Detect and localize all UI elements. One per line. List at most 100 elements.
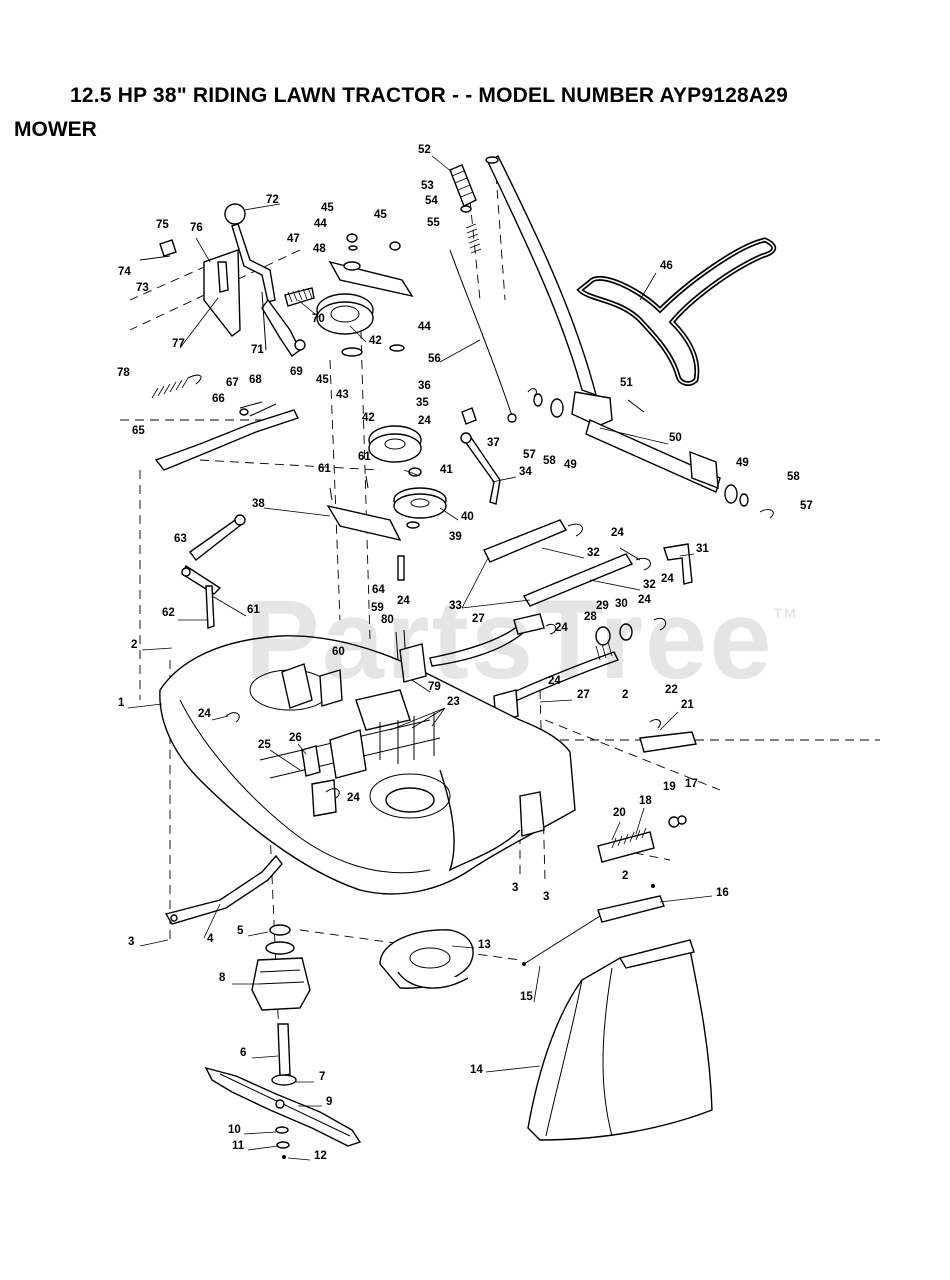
mid-pulleys (368, 407, 501, 529)
callout-31: 31 (696, 543, 709, 555)
callout-9: 9 (326, 1096, 332, 1108)
callout-41: 41 (440, 464, 453, 476)
callout-45: 45 (321, 202, 334, 214)
callout-18: 18 (639, 795, 652, 807)
callout-24: 24 (418, 415, 431, 427)
callout-36: 36 (418, 380, 431, 392)
callout-2: 2 (622, 689, 628, 701)
lift-handle-rod (485, 155, 774, 519)
callout-67: 67 (226, 377, 239, 389)
callout-44: 44 (314, 218, 327, 230)
callout-46: 46 (660, 260, 673, 272)
callout-51: 51 (620, 377, 633, 389)
callout-22: 22 (665, 684, 678, 696)
mower-blade (204, 1066, 362, 1159)
callout-45: 45 (316, 374, 329, 386)
callout-58: 58 (543, 455, 556, 467)
callout-28: 28 (584, 611, 597, 623)
callout-77: 77 (172, 338, 185, 350)
callout-11: 11 (232, 1140, 245, 1152)
callout-74: 74 (118, 266, 131, 278)
callout-62: 62 (162, 607, 175, 619)
callout-42: 42 (369, 335, 382, 347)
callout-63: 63 (174, 533, 187, 545)
callout-24: 24 (611, 527, 624, 539)
callout-57: 57 (523, 449, 536, 461)
callout-72: 72 (266, 194, 279, 206)
callout-33: 33 (449, 600, 462, 612)
callout-76: 76 (190, 222, 203, 234)
callout-24: 24 (347, 792, 360, 804)
callout-71: 71 (251, 344, 264, 356)
callout-24: 24 (555, 622, 568, 634)
lower-baffle-housing (164, 854, 474, 989)
callout-19: 19 (663, 781, 676, 793)
callout-61: 61 (247, 604, 260, 616)
leader-lines (127, 155, 713, 1161)
callout-2: 2 (131, 639, 137, 651)
callout-21: 21 (681, 699, 694, 711)
diagram-title: 12.5 HP 38" RIDING LAWN TRACTOR - - MODE… (70, 84, 789, 107)
callout-52: 52 (418, 144, 431, 156)
callout-44: 44 (418, 321, 431, 333)
callout-69: 69 (290, 366, 303, 378)
callout-10: 10 (228, 1124, 241, 1136)
callout-40: 40 (461, 511, 474, 523)
callout-1: 1 (118, 697, 125, 709)
callout-32: 32 (643, 579, 656, 591)
callout-50: 50 (669, 432, 682, 444)
callout-13: 13 (478, 939, 491, 951)
callout-24: 24 (661, 573, 674, 585)
callout-56: 56 (428, 353, 441, 365)
handle-grip (449, 164, 517, 423)
callout-68: 68 (249, 374, 262, 386)
callout-61: 61 (318, 463, 331, 475)
callout-65: 65 (132, 425, 145, 437)
callout-30: 30 (615, 598, 628, 610)
callout-3: 3 (512, 882, 518, 894)
callout-27: 27 (472, 613, 485, 625)
callout-70: 70 (312, 313, 325, 325)
engagement-lever-assembly (139, 203, 315, 358)
center-bracket (326, 475, 405, 581)
front-rods (429, 613, 667, 723)
callout-26: 26 (289, 732, 302, 744)
callout-39: 39 (449, 531, 462, 543)
callout-38: 38 (252, 498, 265, 510)
idler-bracket (328, 233, 414, 298)
mower-deck (159, 629, 576, 895)
section-title: MOWER (14, 118, 97, 141)
callout-80: 80 (381, 614, 394, 626)
callout-23: 23 (447, 696, 460, 708)
callout-24: 24 (397, 595, 410, 607)
callout-49: 49 (736, 457, 749, 469)
callout-4: 4 (207, 933, 214, 945)
callout-43: 43 (336, 389, 349, 401)
callout-2: 2 (622, 870, 628, 882)
callout-59: 59 (371, 602, 384, 614)
deck-lift-links (483, 519, 693, 607)
callout-24: 24 (198, 708, 211, 720)
callout-55: 55 (427, 217, 440, 229)
callout-24: 24 (548, 675, 561, 687)
callout-66: 66 (212, 393, 225, 405)
callout-25: 25 (258, 739, 271, 751)
callout-47: 47 (287, 233, 300, 245)
callout-79: 79 (428, 681, 441, 693)
callout-34: 34 (519, 466, 532, 478)
callout-73: 73 (136, 282, 149, 294)
callout-61: 61 (358, 451, 371, 463)
callout-3: 3 (543, 891, 549, 903)
callout-64: 64 (372, 584, 385, 596)
upper-idler-pulley (316, 293, 405, 357)
callout-53: 53 (421, 180, 434, 192)
callout-54: 54 (425, 195, 438, 207)
callout-37: 37 (487, 437, 500, 449)
v-belt (576, 237, 777, 386)
callout-75: 75 (156, 219, 169, 231)
callout-35: 35 (416, 397, 429, 409)
callout-5: 5 (237, 925, 244, 937)
callout-60: 60 (332, 646, 345, 658)
callout-14: 14 (470, 1064, 483, 1076)
